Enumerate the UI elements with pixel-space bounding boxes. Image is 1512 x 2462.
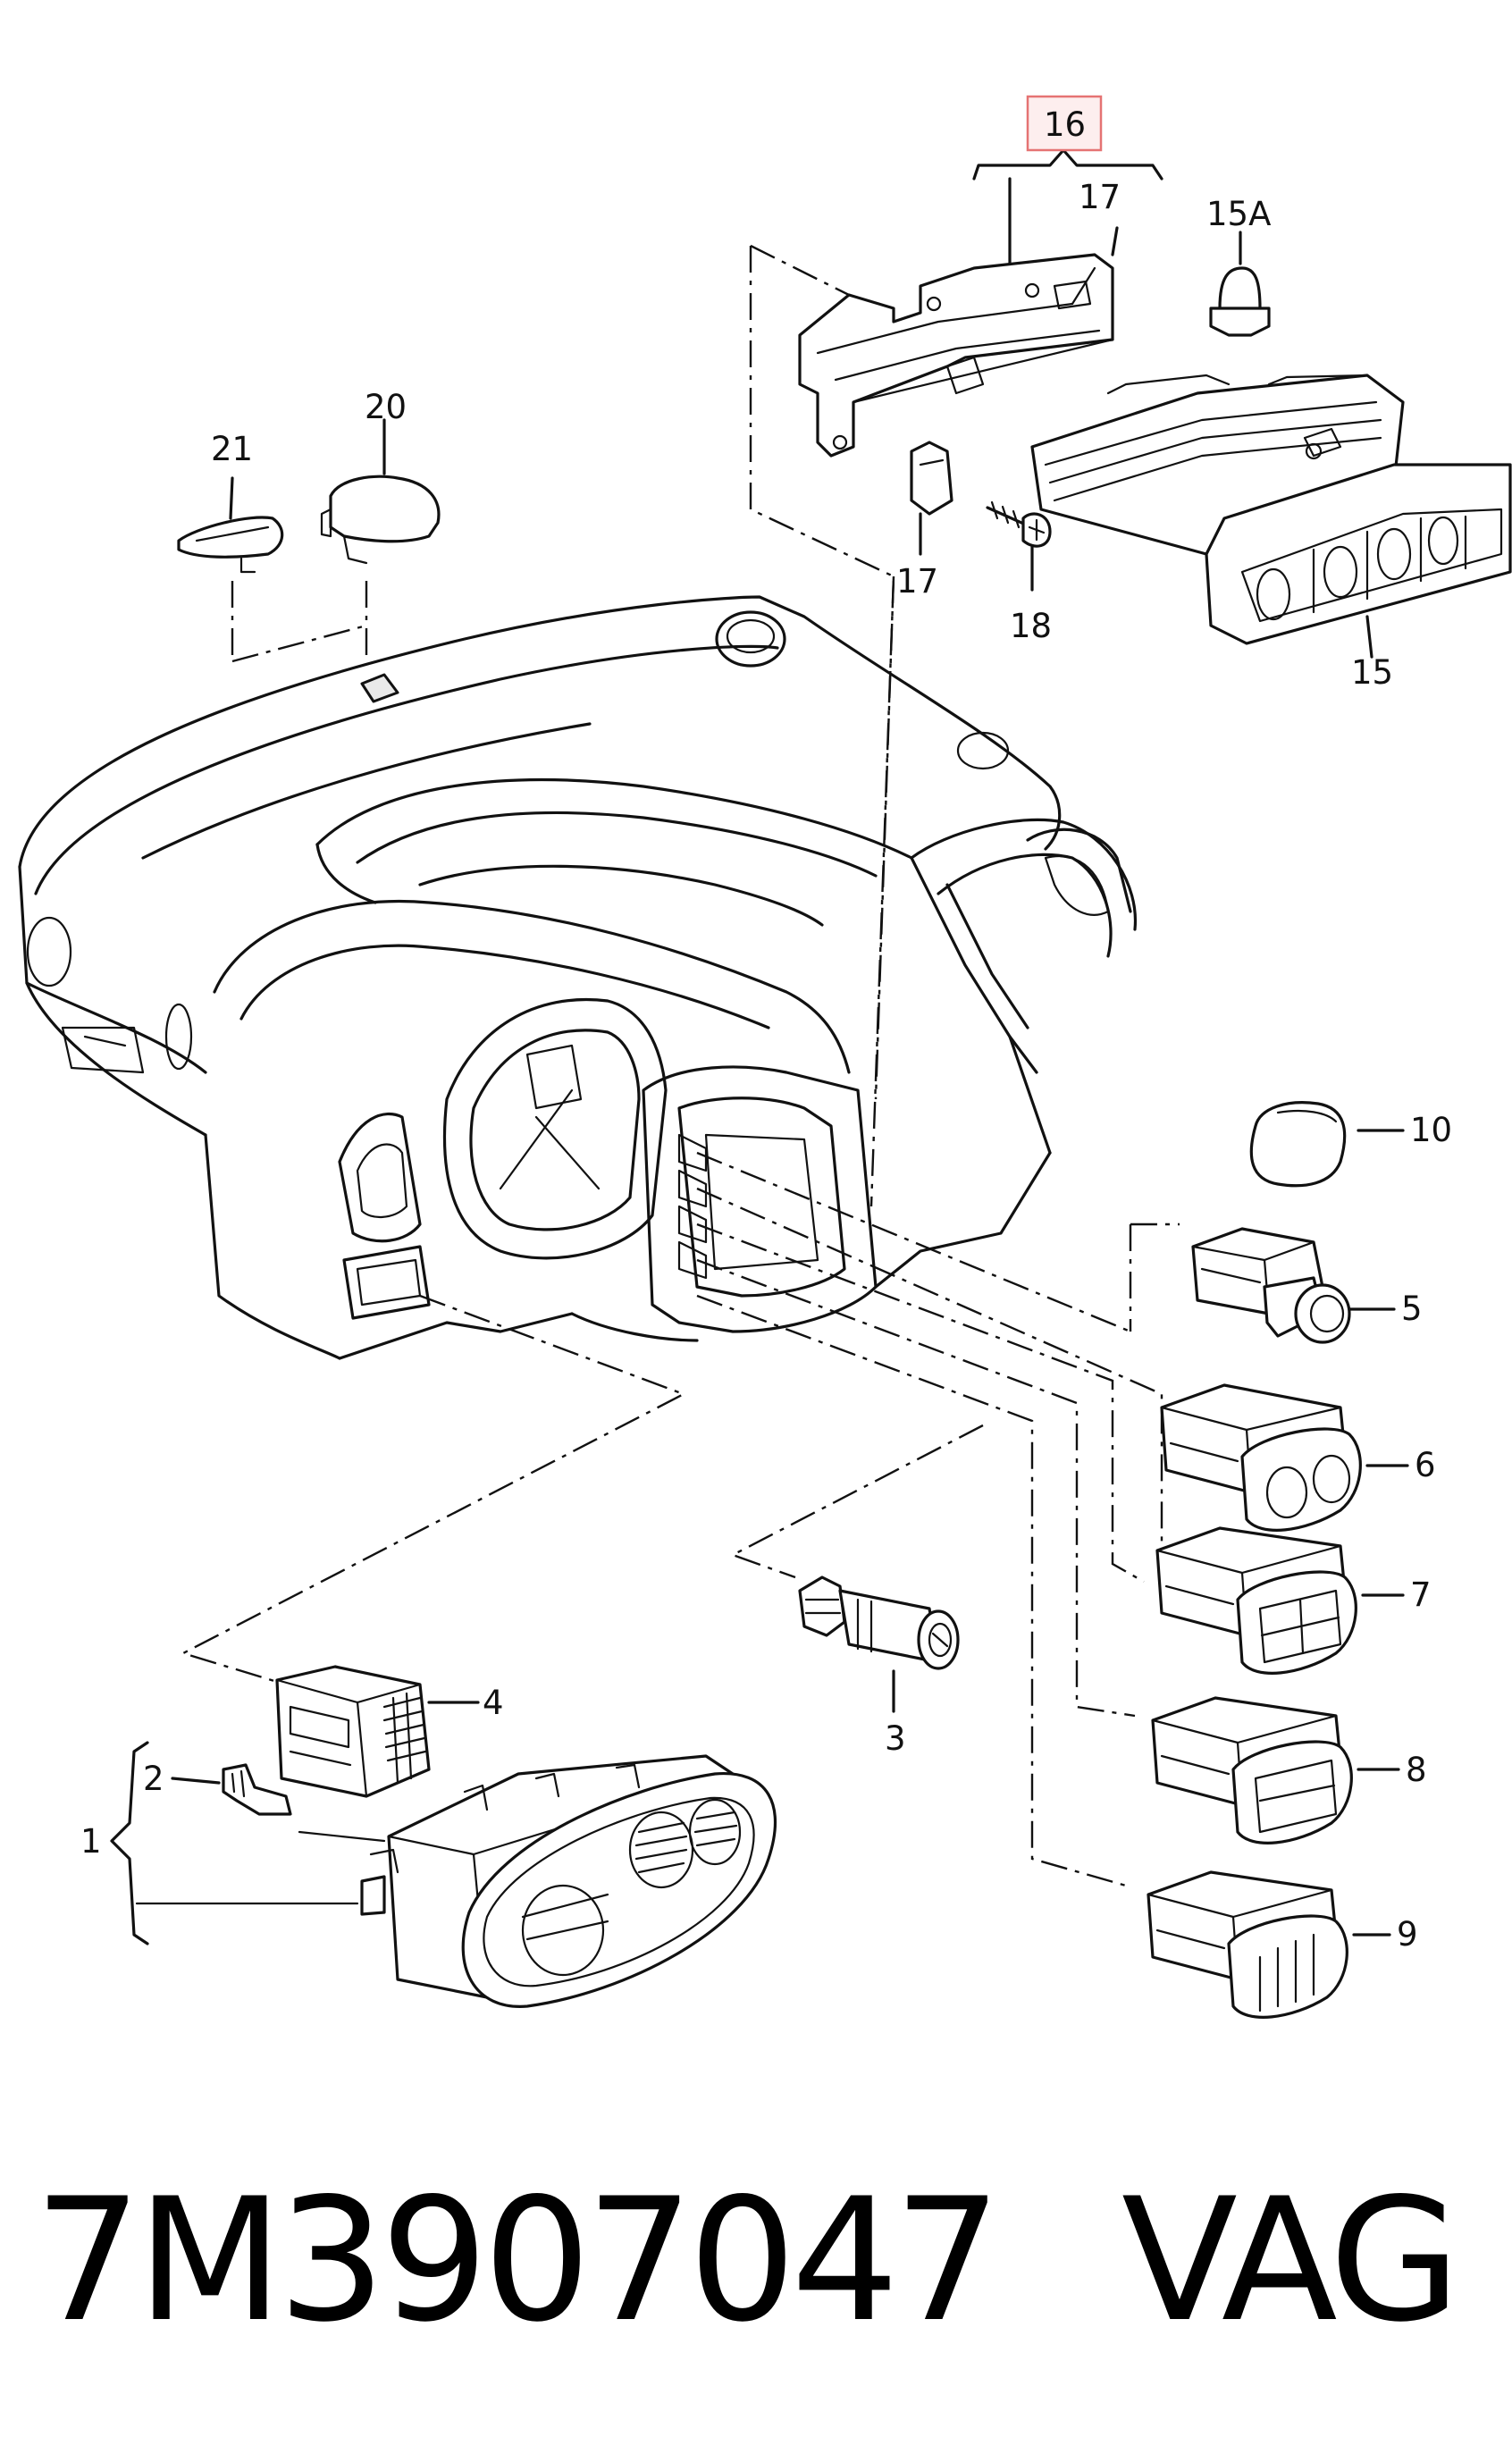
highlight-box-16 [1026,95,1103,152]
label-2: 2 [143,1760,164,1798]
heater-control-1 [135,1754,777,2008]
label-5: 5 [1401,1290,1423,1328]
label-17-top: 17 [1079,178,1121,216]
switch-6 [1160,1383,1409,1532]
bulb-15a [1209,231,1271,337]
pin-2 [171,1763,292,1816]
label-9: 9 [1397,1915,1418,1954]
label-4: 4 [483,1684,504,1722]
label-1: 1 [80,1822,102,1861]
cover-21 [177,476,284,574]
group-brace-1 [110,1741,149,1945]
label-17-bottom: 17 [896,562,938,601]
cap-10 [1249,1101,1405,1188]
label-18: 18 [1010,607,1052,645]
callout-labels: 16 17 15A 17 18 15 20 21 10 5 6 7 8 9 4 … [80,105,1452,1954]
switch-8 [1151,1696,1400,1844]
brand-name: VAG [1121,2162,1456,2359]
group-bracket-16 [972,148,1163,181]
control-module-15 [1030,374,1512,659]
mounting-bracket-17 [798,177,1119,458]
screw-18 [986,500,1052,592]
label-7: 7 [1410,1576,1432,1614]
label-8: 8 [1406,1751,1427,1789]
assembly-leader-lines [180,244,1180,1887]
cover-20 [320,418,441,565]
switch-5 [1191,1227,1396,1344]
label-15: 15 [1351,653,1393,692]
part-number: 7M3907047 [34,2162,996,2359]
connector-4 [275,1665,480,1798]
label-15a: 15A [1206,195,1271,233]
switch-7 [1155,1526,1405,1675]
label-16: 16 [1044,105,1086,144]
label-6: 6 [1415,1446,1436,1484]
label-20: 20 [365,388,407,426]
dashboard-panel [18,595,1138,1360]
label-3: 3 [885,1719,906,1758]
label-10: 10 [1410,1111,1452,1149]
clip-17 [910,441,953,556]
switch-9 [1147,1870,1391,2019]
socket-3 [798,1576,960,1713]
label-21: 21 [211,430,253,468]
